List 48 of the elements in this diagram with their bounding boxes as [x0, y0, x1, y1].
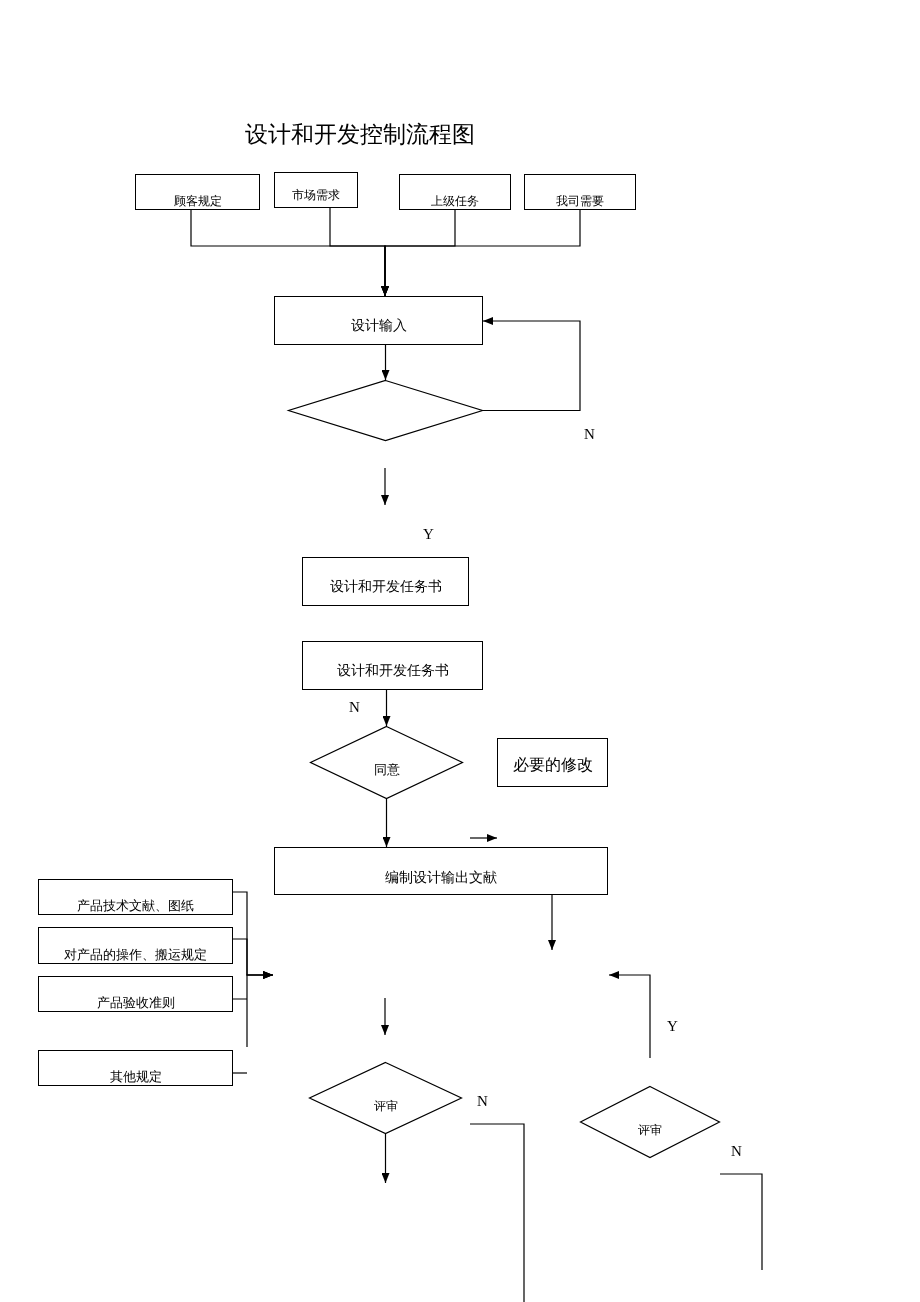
connector-arrow — [381, 344, 390, 381]
decision-label: 同意 — [373, 763, 400, 778]
box-label: 设计和开发任务书 — [329, 579, 442, 596]
decision-label: 评审 — [638, 1124, 662, 1138]
connector-arrow — [548, 894, 556, 951]
connector-arrow — [232, 971, 274, 1048]
branch-label: N — [349, 699, 360, 716]
box-label: 必要的修改 — [512, 756, 593, 775]
process-box — [302, 641, 483, 690]
process-box — [399, 174, 511, 210]
box-label: 设计输入 — [350, 318, 407, 335]
box-label: 我司需要 — [556, 195, 604, 209]
process-box — [274, 172, 358, 208]
process-box — [274, 296, 483, 345]
process-box — [135, 174, 260, 210]
decision-label: 评审 — [373, 1100, 398, 1114]
branch-label: Y — [667, 1018, 678, 1035]
decision-diamond — [580, 1086, 720, 1158]
box-label: 设计和开发任务书 — [336, 663, 449, 680]
connector-arrow — [482, 317, 581, 412]
box-label: 市场需求 — [292, 189, 340, 203]
process-box — [274, 847, 608, 895]
box-label: 上级任务 — [431, 195, 479, 209]
process-box — [38, 1050, 233, 1086]
process-box — [38, 927, 233, 964]
connector-arrow — [382, 689, 391, 727]
box-label: 对产品的操作、搬运规定 — [64, 948, 207, 963]
connector-arrow — [382, 798, 391, 848]
box-label: 编制设计输出文献 — [385, 869, 497, 887]
process-box — [524, 174, 636, 210]
box-label: 其他规定 — [109, 1070, 162, 1085]
box-label: 产品技术文献、图纸 — [77, 899, 194, 914]
branch-label: N — [584, 426, 595, 443]
process-box — [38, 879, 233, 915]
branch-label: Y — [423, 526, 434, 543]
connector-arrow — [381, 1133, 390, 1184]
decision-diamond — [310, 726, 463, 799]
process-box — [302, 557, 469, 606]
process-box — [497, 738, 608, 787]
diagram-title: 设计和开发控制流程图 — [245, 122, 475, 148]
box-label: 顾客规定 — [173, 195, 222, 209]
process-box — [38, 976, 233, 1012]
branch-label: N — [731, 1143, 742, 1160]
branch-label: N — [477, 1093, 488, 1110]
decision-diamond — [288, 380, 483, 441]
connector-arrow — [381, 209, 581, 297]
box-label: 产品验收准则 — [96, 996, 175, 1011]
decision-diamond — [309, 1062, 462, 1134]
